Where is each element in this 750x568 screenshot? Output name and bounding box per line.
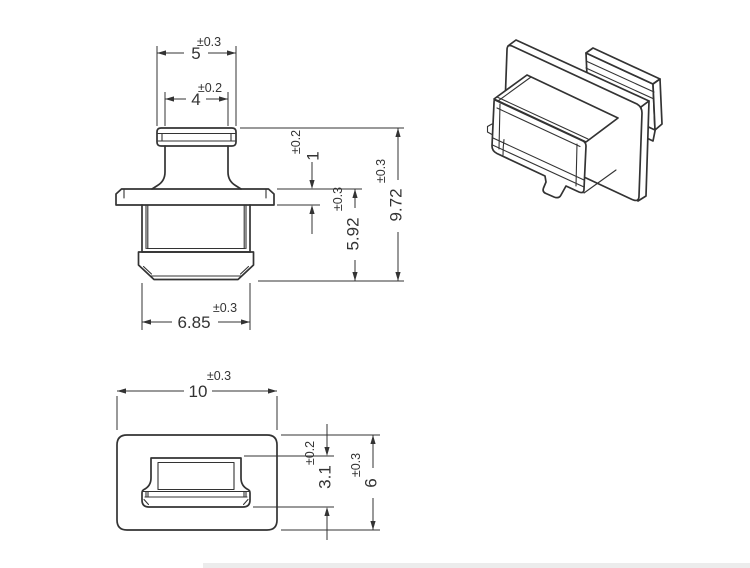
dim-total-length-tolerance: ±0.3 xyxy=(374,159,388,183)
dim-body-width-value: 6.85 xyxy=(177,313,210,332)
dim-flange-thickness: 1 ±0.2 xyxy=(277,130,362,234)
scan-artifact-strip xyxy=(203,563,750,568)
dim-flange-width: 10 ±0.3 xyxy=(116,369,278,430)
dim-total-length: 9.72 ±0.3 xyxy=(240,127,406,281)
dim-flange-height-value: 6 xyxy=(362,478,381,487)
dim-flange-width-tolerance: ±0.3 xyxy=(207,369,231,383)
dim-neck-width-tolerance: ±0.2 xyxy=(198,81,222,95)
neck-profile xyxy=(151,145,242,190)
dim-flange-thickness-value: 1 xyxy=(304,151,323,160)
dim-body-width: 6.85 ±0.3 xyxy=(141,283,251,332)
dim-flange-height: 6 ±0.3 xyxy=(281,434,381,531)
dim-cap-width-value: 5 xyxy=(191,44,200,63)
dim-flange-thickness-tolerance: ±0.2 xyxy=(289,130,303,154)
dim-total-length-value: 9.72 xyxy=(387,188,406,221)
bottom-opening-feature xyxy=(141,457,251,508)
dim-body-width-tolerance: ±0.3 xyxy=(213,301,237,315)
flange-profile xyxy=(115,188,275,206)
bottom-view: 10 ±0.3 3.1 ±0.2 6 ±0.3 xyxy=(116,369,381,540)
isometric-view xyxy=(486,39,663,202)
dim-cap-width: 5 ±0.3 xyxy=(156,35,237,126)
dim-neck-width: 4 ±0.2 xyxy=(164,81,229,126)
dim-flange-height-tolerance: ±0.3 xyxy=(349,453,363,477)
dim-opening-height-tolerance: ±0.2 xyxy=(303,441,317,465)
dim-neck-width-value: 4 xyxy=(191,90,200,109)
dim-insert-length: 5.92 ±0.3 xyxy=(258,187,404,282)
bottom-flange-outline xyxy=(116,434,278,531)
dim-flange-width-value: 10 xyxy=(189,382,208,401)
iso-plug-body xyxy=(486,74,619,199)
dim-opening-height: 3.1 ±0.2 xyxy=(244,424,335,540)
dim-opening-height-value: 3.1 xyxy=(316,465,335,489)
front-view: 5 ±0.3 4 ±0.2 1 ±0.2 5.92 ±0. xyxy=(115,35,406,332)
dim-insert-length-tolerance: ±0.3 xyxy=(331,187,345,211)
cap-profile xyxy=(156,127,237,147)
insert-body-profile xyxy=(137,204,255,281)
dim-insert-length-value: 5.92 xyxy=(344,217,363,250)
dim-cap-width-tolerance: ±0.3 xyxy=(197,35,221,49)
